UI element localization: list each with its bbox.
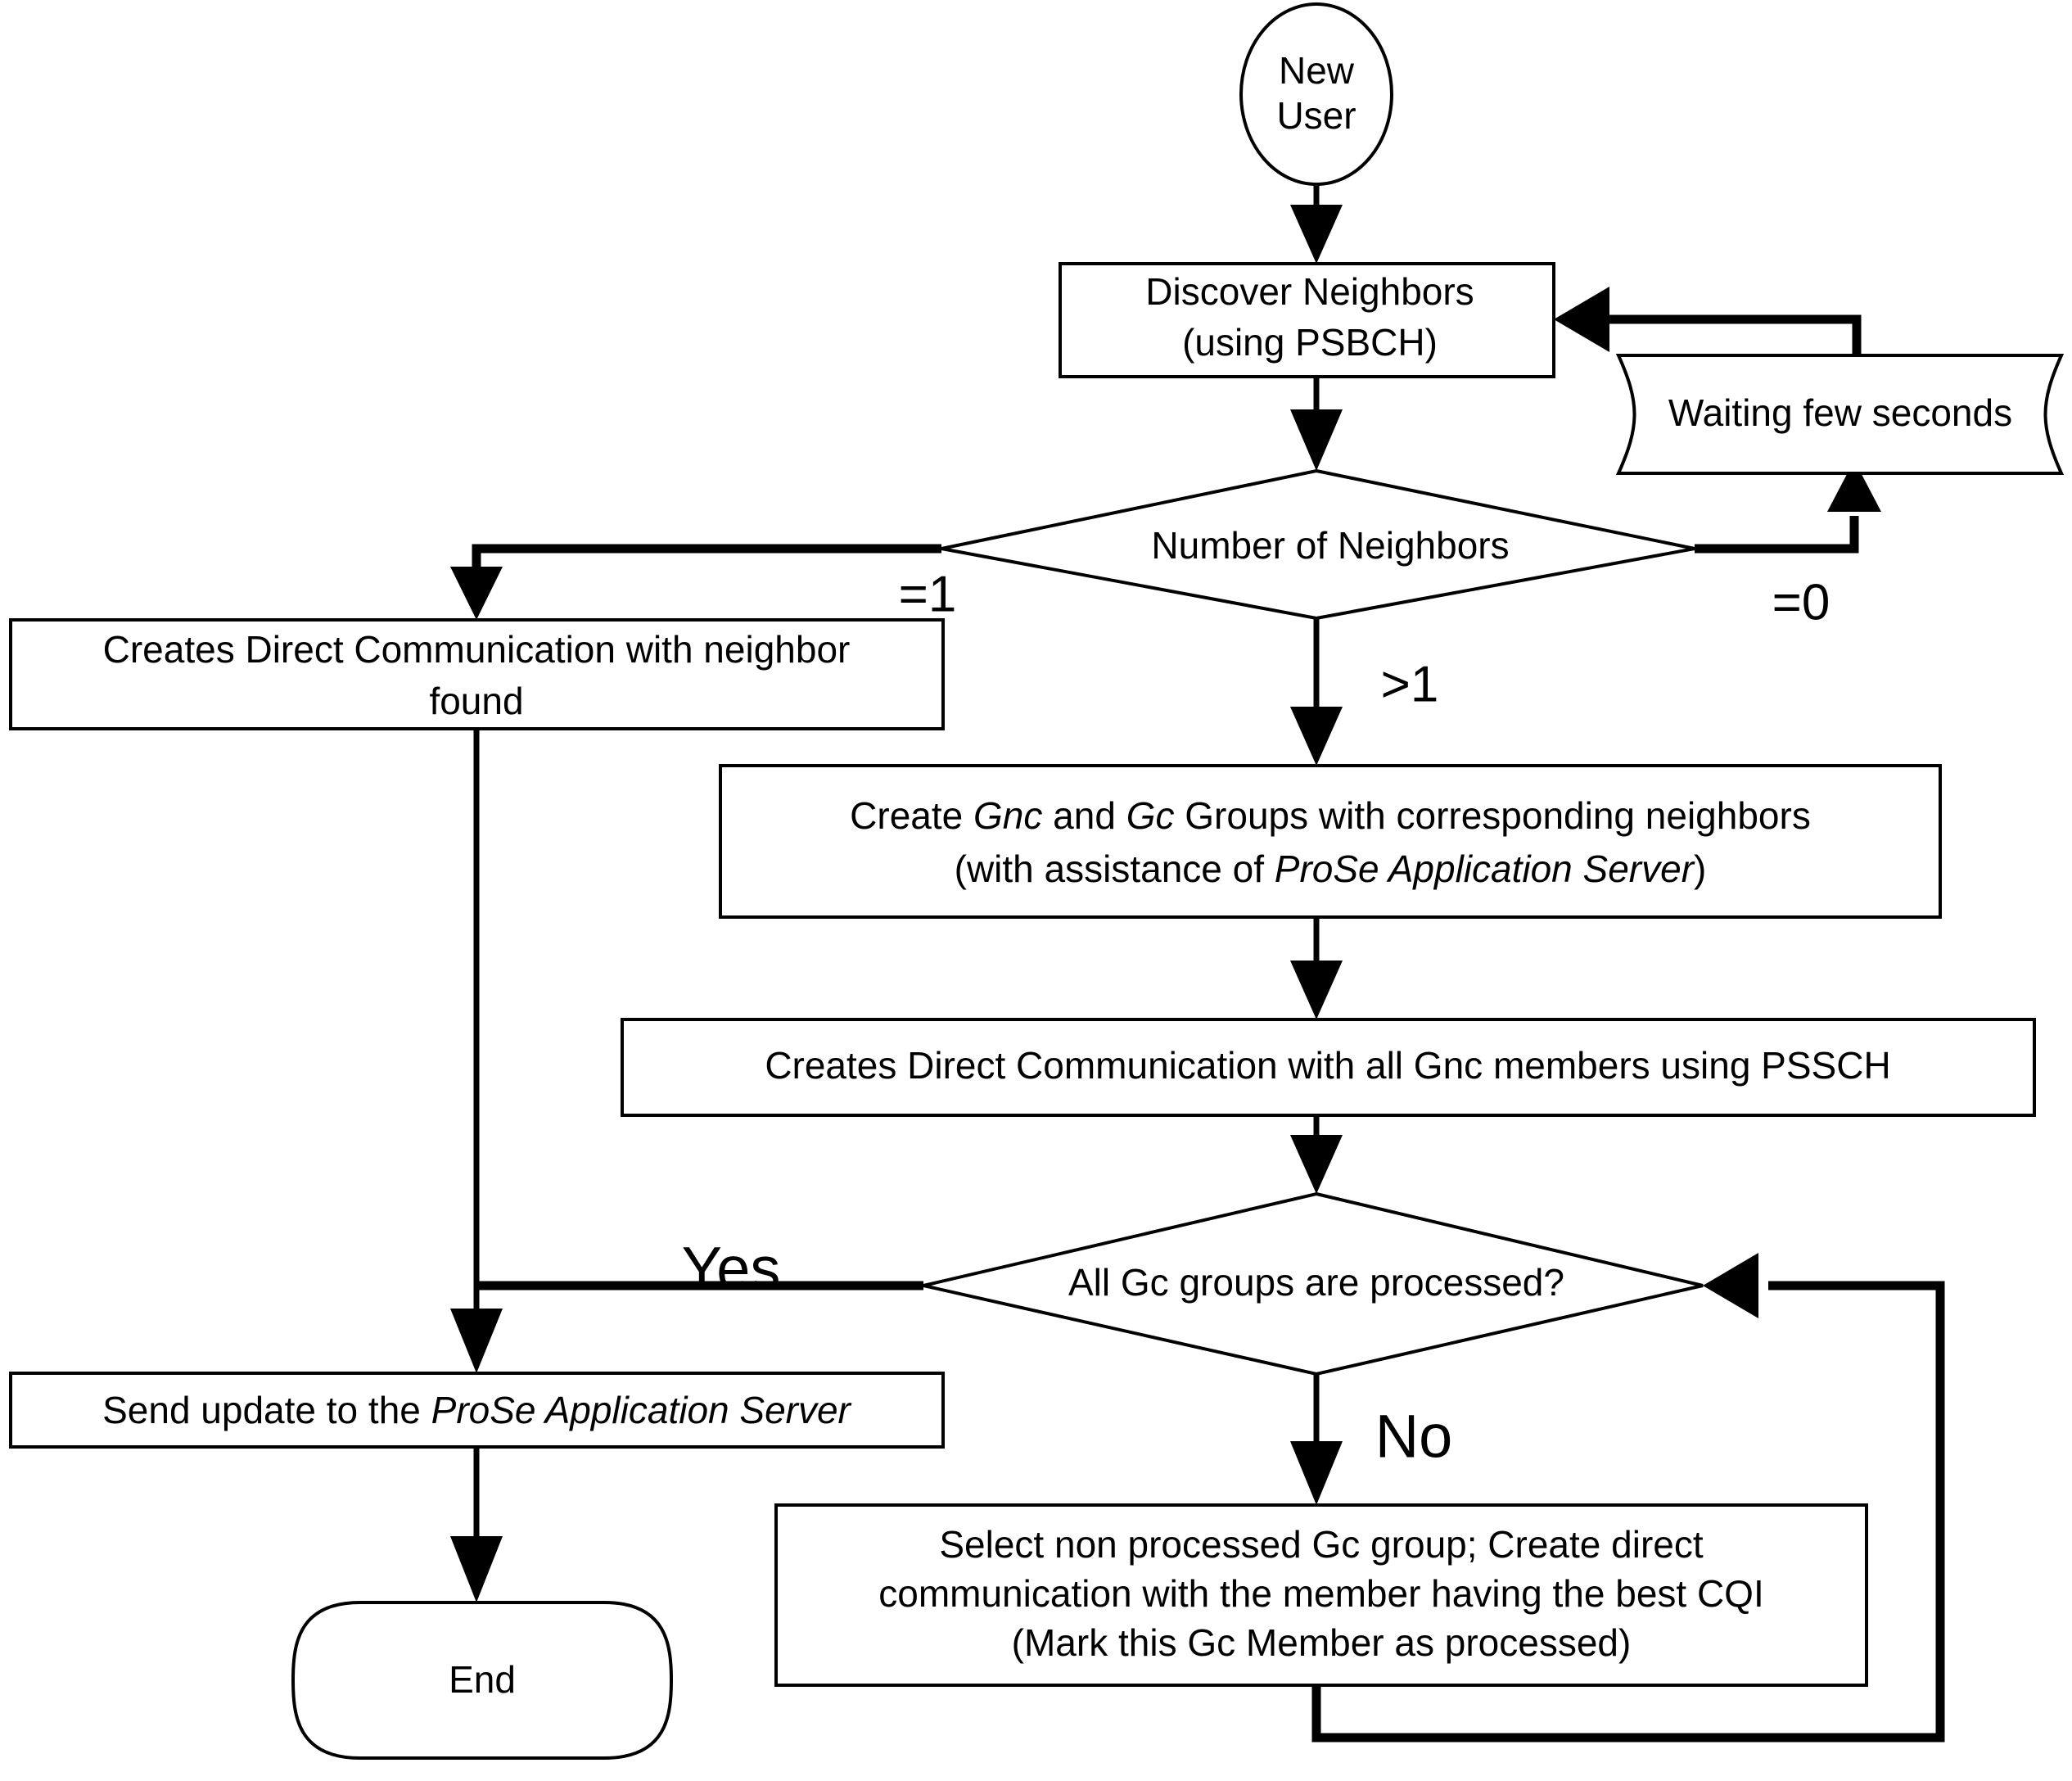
new-user-label-line1: New bbox=[1279, 49, 1355, 92]
send-update-part1: Send update to the bbox=[102, 1389, 431, 1431]
discover-neighbors-label-line1: Discover Neighbors bbox=[1145, 270, 1474, 313]
create-groups-label-line1: Create Gnc and Gc Groups with correspond… bbox=[850, 794, 1811, 837]
create-groups-line1-part3: Groups with corresponding neighbors bbox=[1175, 794, 1811, 837]
edge-decision-eq0-to-waiting bbox=[1695, 460, 1881, 554]
select-gc-label-line2: communication with the member having the… bbox=[878, 1572, 1764, 1615]
edge-label-neighbors-eq-1: =1 bbox=[899, 566, 957, 622]
create-groups-line1-part1: Create bbox=[850, 794, 973, 837]
node-create-gnc-gc-groups[interactable]: Create Gnc and Gc Groups with correspond… bbox=[719, 764, 1942, 919]
direct-single-label-line2: found bbox=[429, 680, 523, 722]
node-select-non-processed-gc-group[interactable]: Select non processed Gc group; Create di… bbox=[774, 1503, 1868, 1687]
edge-decision-gt1-to-create-groups bbox=[1290, 618, 1343, 766]
discover-neighbors-label-line2: (using PSBCH) bbox=[1182, 321, 1438, 364]
create-groups-line1-gc: Gc bbox=[1126, 794, 1175, 837]
create-groups-line2-part2: ) bbox=[1694, 848, 1706, 890]
edge-discover-to-decision bbox=[1290, 377, 1343, 471]
direct-single-label-line1: Creates Direct Communication with neighb… bbox=[103, 628, 851, 671]
create-groups-line1-part2: and bbox=[1042, 794, 1126, 837]
edge-label-gc-no: No bbox=[1375, 1403, 1453, 1471]
edge-create-groups-to-direct-gnc bbox=[1290, 917, 1343, 1019]
edge-select-loopback-to-gc-decision bbox=[1311, 1253, 1945, 1743]
edge-decision-eq1-to-direct-single bbox=[450, 544, 941, 620]
edge-waiting-to-discover bbox=[1554, 287, 1862, 355]
edge-direct-gnc-to-gc-decision bbox=[1290, 1115, 1343, 1194]
node-creates-direct-communication-neighbor-found[interactable]: Creates Direct Communication with neighb… bbox=[9, 618, 945, 730]
direct-gnc-label: Creates Direct Communication with all Gn… bbox=[765, 1044, 1890, 1087]
select-gc-label-line1: Select non processed Gc group; Create di… bbox=[939, 1523, 1703, 1566]
create-groups-line2-part1: (with assistance of bbox=[955, 848, 1275, 890]
edge-label-gc-yes: Yes bbox=[682, 1235, 781, 1303]
waiting-few-seconds-label: Waiting few seconds bbox=[1668, 391, 2012, 434]
new-user-label-line2: User bbox=[1276, 94, 1356, 137]
edge-label-neighbors-gt-1: >1 bbox=[1381, 656, 1439, 712]
send-update-label: Send update to the ProSe Application Ser… bbox=[102, 1389, 851, 1431]
node-number-of-neighbors-decision[interactable]: Number of Neighbors bbox=[941, 468, 1695, 621]
node-discover-neighbors[interactable]: Discover Neighbors (using PSBCH) bbox=[1059, 262, 1555, 378]
node-new-user[interactable]: New User bbox=[1239, 2, 1393, 186]
node-waiting-few-seconds[interactable]: Waiting few seconds bbox=[1615, 354, 2065, 475]
edge-gc-no-to-select bbox=[1290, 1374, 1343, 1505]
node-creates-direct-communication-gnc-pssch[interactable]: Creates Direct Communication with all Gn… bbox=[621, 1018, 2036, 1117]
create-groups-line1-gnc: Gnc bbox=[973, 794, 1042, 837]
send-update-prose: ProSe Application Server bbox=[431, 1389, 852, 1431]
edge-direct-single-to-send-update bbox=[450, 729, 503, 1373]
create-groups-label-line2: (with assistance of ProSe Application Se… bbox=[955, 848, 1707, 890]
node-send-update-prose-application-server[interactable]: Send update to the ProSe Application Ser… bbox=[9, 1372, 945, 1449]
gc-decision-label: All Gc groups are processed? bbox=[1068, 1261, 1564, 1304]
create-groups-line2-prose: ProSe Application Server bbox=[1275, 848, 1695, 890]
edge-label-neighbors-eq-0: =0 bbox=[1772, 574, 1830, 631]
node-end[interactable]: End bbox=[291, 1601, 674, 1760]
end-label: End bbox=[449, 1658, 516, 1701]
edge-send-update-to-end bbox=[450, 1447, 503, 1602]
select-gc-label-line3: (Mark this Gc Member as processed) bbox=[1012, 1621, 1632, 1664]
number-of-neighbors-label: Number of Neighbors bbox=[1151, 524, 1509, 567]
node-all-gc-groups-processed-decision[interactable]: All Gc groups are processed? bbox=[923, 1191, 1704, 1376]
